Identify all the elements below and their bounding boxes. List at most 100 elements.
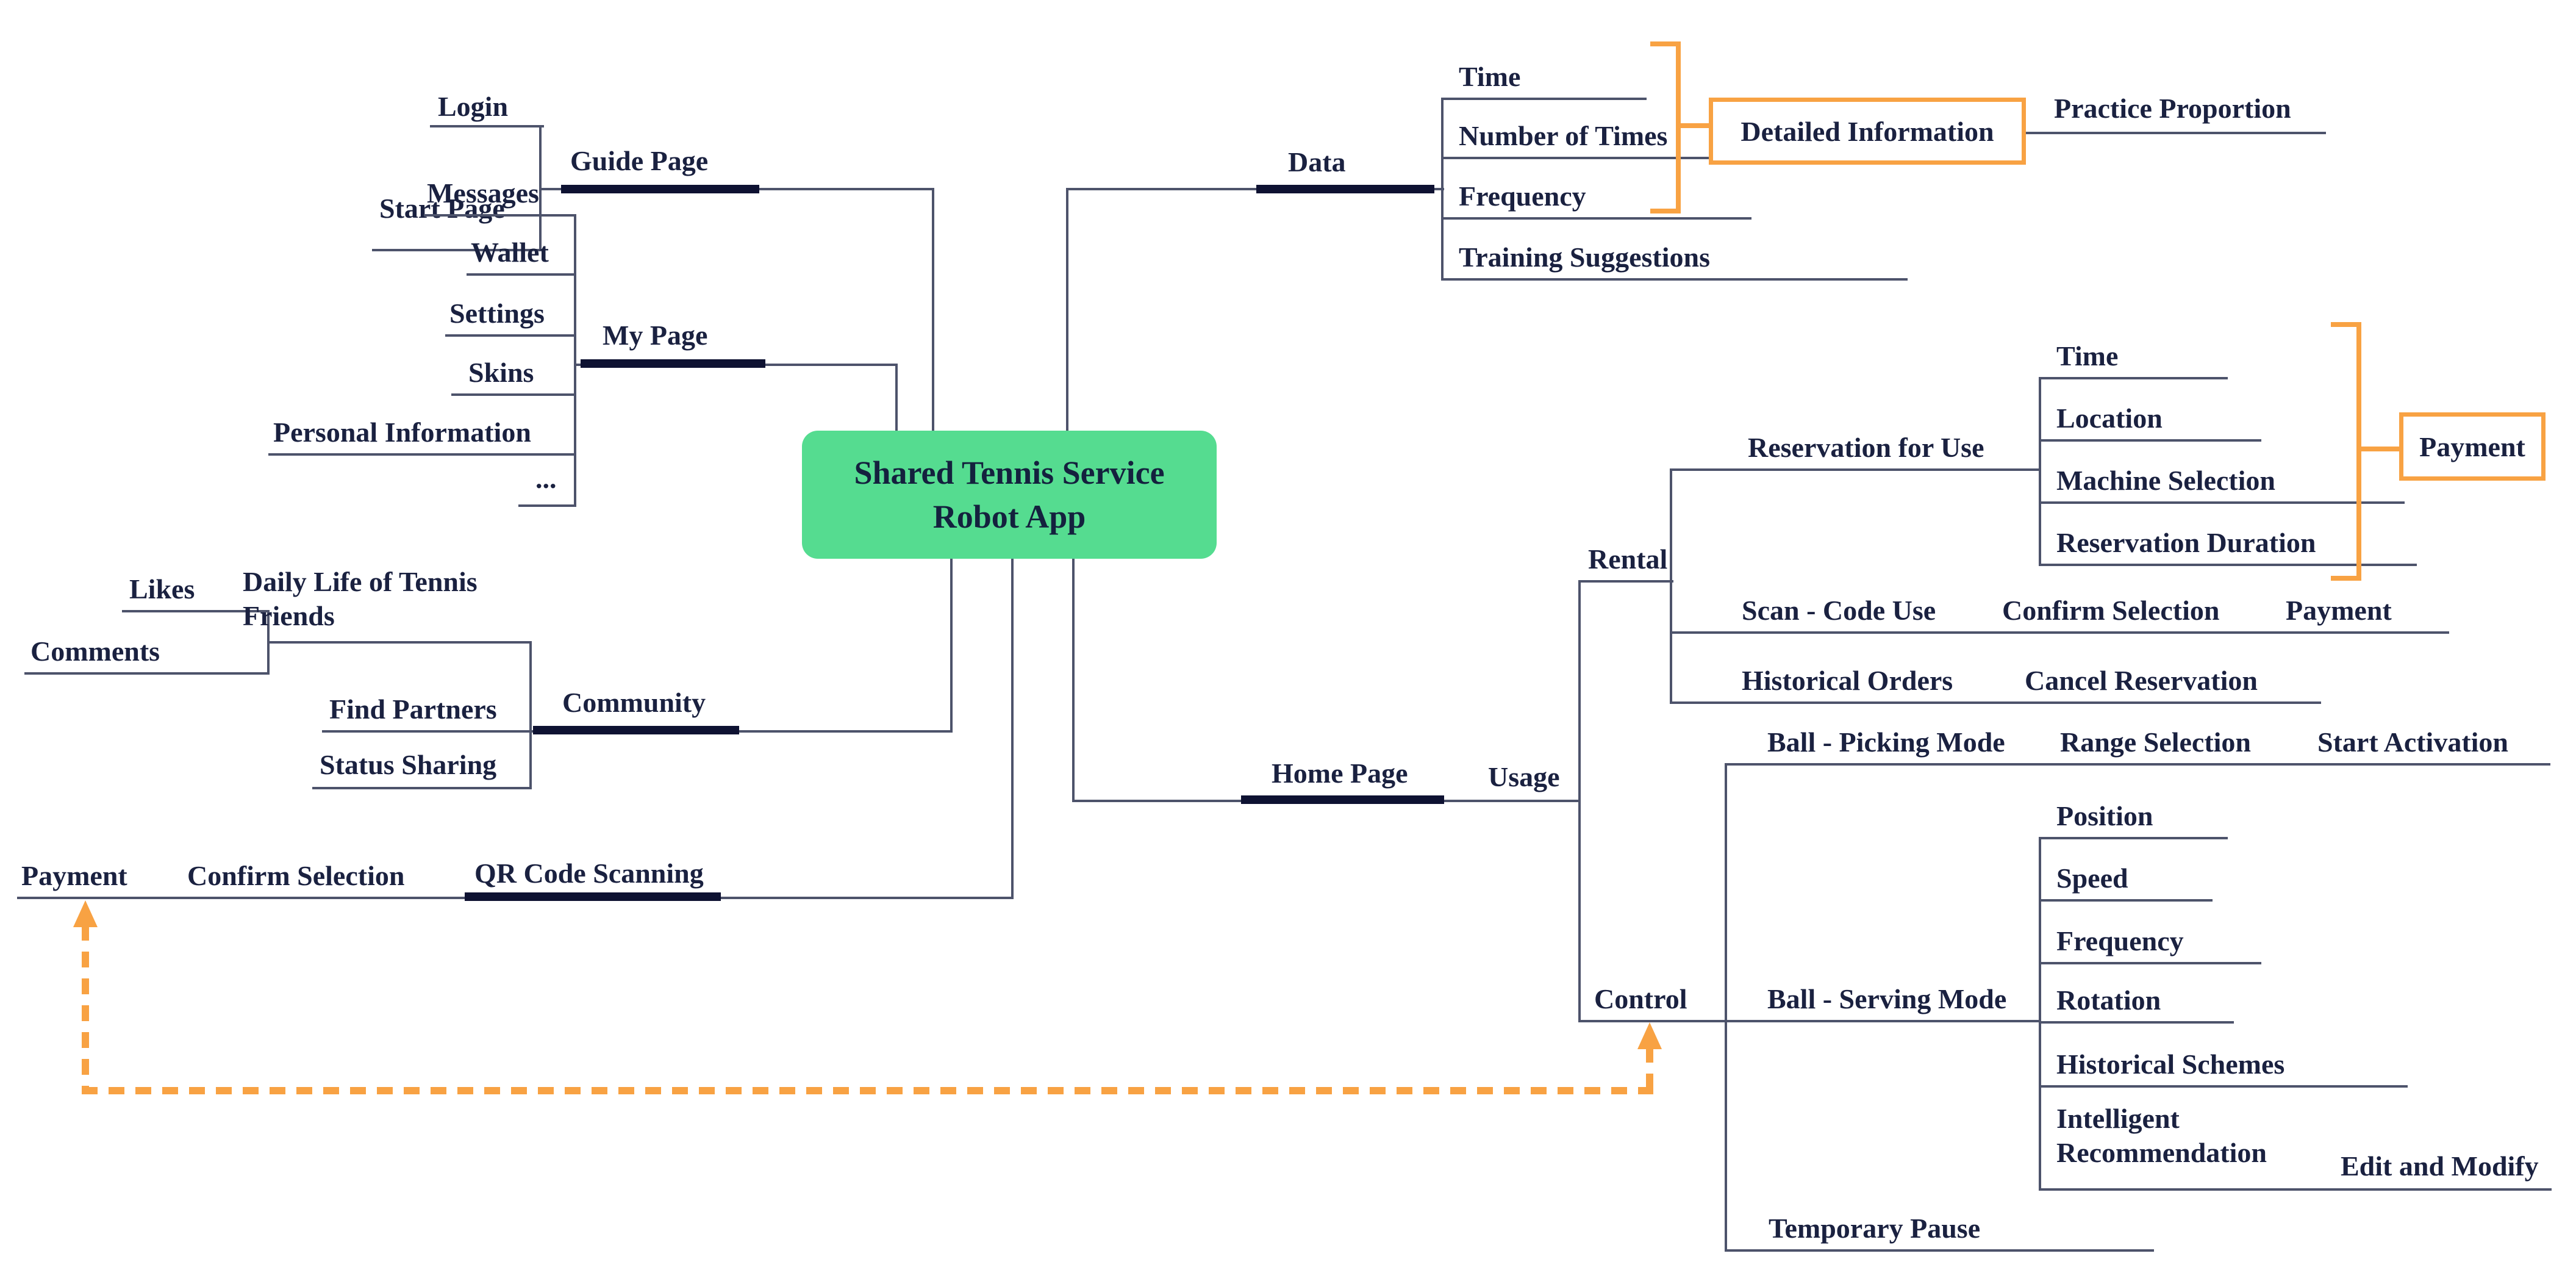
status-sharing-label: Status Sharing (320, 749, 497, 780)
data-label: Data (1288, 146, 1346, 178)
daily-life-label: Daily Life of Tennis Friends (243, 566, 478, 631)
data-bracket-top-tick (1650, 41, 1681, 46)
payment-bracket-top-tick (2331, 322, 2361, 327)
personal-information-line (268, 453, 576, 456)
my-page-branch-bar (581, 359, 765, 368)
rental-label: Rental (1588, 544, 1668, 575)
wallet-line (467, 273, 576, 276)
location-label: Location (2056, 403, 2163, 434)
start-page-label: Start Page (379, 193, 505, 224)
data-time-label: Time (1459, 61, 1521, 92)
data-number-of-times-line (1441, 157, 1877, 159)
payment-dashed-line-left (82, 925, 89, 1094)
data-branch-line (1066, 188, 1444, 190)
home-page-connector-line (1072, 559, 1075, 802)
ellipsis-line (518, 504, 576, 507)
skins-line (451, 393, 576, 396)
serving-frequency-line (2039, 962, 2261, 964)
data-spine-line (1441, 98, 1444, 281)
position-label: Position (2056, 800, 2153, 831)
speed-label: Speed (2056, 863, 2128, 894)
intelligent-recommendation-label: Intelligent Recommendation (2056, 1103, 2267, 1168)
data-training-suggestions-label: Training Suggestions (1459, 242, 1710, 273)
temporary-pause-line (1725, 1249, 2154, 1252)
usage-spine-line (1578, 580, 1581, 1022)
data-training-suggestions-line (1441, 278, 1908, 281)
detailed-information-box: Detailed Information (1709, 98, 2026, 165)
community-branch-bar (533, 726, 739, 734)
location-line (2039, 439, 2261, 442)
data-frequency-label: Frequency (1459, 181, 1586, 212)
qr-confirm-selection-label: Confirm Selection (187, 860, 405, 891)
scan-confirm-selection-label: Confirm Selection (2002, 595, 2220, 626)
home-page-label: Home Page (1272, 758, 1408, 789)
historical-schemes-line (2039, 1085, 2408, 1088)
my-page-connector-line (895, 364, 898, 464)
reservation-duration-label: Reservation Duration (2056, 527, 2316, 558)
rotation-label: Rotation (2056, 985, 2161, 1016)
serving-frequency-label: Frequency (2056, 925, 2184, 956)
find-partners-label: Find Partners (329, 694, 497, 725)
guide-branch-bar (561, 185, 759, 193)
community-label: Community (562, 687, 706, 718)
control-label: Control (1594, 983, 1687, 1014)
ball-picking-mode-line (1725, 763, 2550, 766)
intelligent-recommendation-line (2039, 1188, 2552, 1191)
edit-and-modify-label: Edit and Modify (2341, 1150, 2539, 1182)
wallet-label: Wallet (471, 237, 549, 268)
machine-selection-line (2039, 501, 2405, 504)
community-spine-line (529, 641, 532, 788)
start-activation-label: Start Activation (2317, 726, 2509, 758)
data-bracket-bottom-tick (1650, 209, 1681, 213)
skins-label: Skins (468, 357, 534, 388)
ellipsis-label: ... (535, 463, 557, 494)
payment-dashed-line-right (1646, 1047, 1653, 1087)
ball-serving-mode-line (1725, 1020, 2041, 1022)
data-number-of-times-label: Number of Times (1459, 120, 1668, 151)
central-node: Shared Tennis Service Robot App (802, 431, 1217, 559)
start-page-bottom-line (372, 249, 543, 251)
daily-life-line (267, 641, 532, 644)
qr-payment-label: Payment (21, 860, 127, 891)
reservation-time-line (2039, 377, 2228, 379)
reservation-line (1670, 468, 2041, 471)
central-node-title-line2: Robot App (932, 498, 1086, 535)
reservation-for-use-label: Reservation for Use (1748, 432, 1984, 463)
practice-proportion-label: Practice Proportion (2054, 93, 2291, 124)
start-page-top-line (430, 125, 544, 127)
data-connector-line (1066, 188, 1068, 464)
payment-arrow-up-left-icon (73, 900, 98, 927)
guide-page-label: Guide Page (570, 145, 709, 176)
payment-box: Payment (2399, 412, 2546, 481)
historical-orders-line (1670, 701, 2321, 704)
serving-spine-line (2039, 837, 2041, 1191)
ball-picking-mode-label: Ball - Picking Mode (1767, 726, 2005, 758)
comments-label: Comments (30, 636, 160, 667)
payment-bracket-line (2356, 322, 2361, 581)
ball-serving-mode-label: Ball - Serving Mode (1767, 983, 2007, 1014)
range-selection-label: Range Selection (2060, 726, 2252, 758)
messages-label: Messages (427, 178, 539, 209)
temporary-pause-label: Temporary Pause (1769, 1213, 1981, 1244)
data-frequency-line (1441, 217, 1751, 220)
payment-arrow-up-right-icon (1637, 1022, 1662, 1049)
usage-label: Usage (1488, 761, 1560, 792)
data-branch-bar (1256, 185, 1434, 193)
likes-line (122, 610, 270, 612)
community-connector-line (950, 559, 953, 731)
reservation-time-label: Time (2056, 340, 2119, 371)
machine-selection-label: Machine Selection (2056, 465, 2275, 496)
data-bracket-nub (1676, 123, 1709, 128)
settings-label: Settings (449, 298, 545, 329)
scan-code-use-label: Scan - Code Use (1742, 595, 1936, 626)
control-spine-line (1725, 763, 1727, 1252)
central-node-title-line1: Shared Tennis Service (854, 454, 1165, 491)
scan-payment-label: Payment (2286, 595, 2392, 626)
qr-branch-bar (465, 892, 721, 901)
my-page-label: My Page (603, 320, 708, 351)
reservation-spine-line (2039, 377, 2041, 566)
reservation-duration-line (2039, 564, 2417, 566)
status-sharing-line (312, 787, 532, 789)
my-page-spine-line (574, 214, 576, 506)
